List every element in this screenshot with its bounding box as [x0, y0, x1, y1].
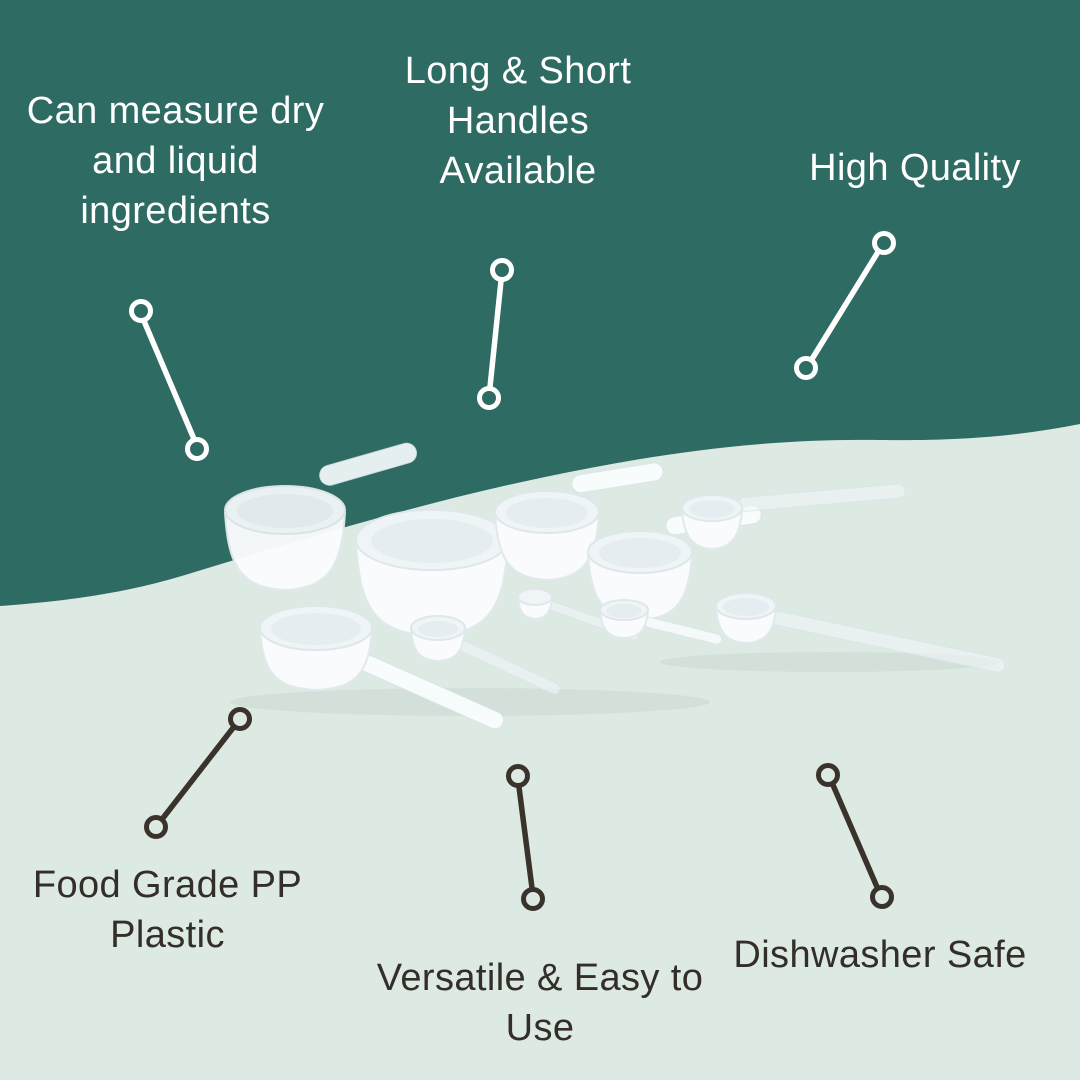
caption-line: Dishwasher Safe	[733, 934, 1027, 976]
caption-line: Versatile & Easy to	[376, 957, 704, 999]
caption-line: Food Grade PP	[32, 864, 303, 906]
caption-line: Long & Short	[404, 50, 632, 92]
caption-bottom-right: Dishwasher Safe	[695, 930, 1065, 980]
caption-line: Handles	[446, 100, 590, 143]
scoop-handle	[571, 462, 664, 494]
callout-line-top-left	[129, 299, 209, 461]
caption-line: Use	[505, 1007, 575, 1050]
scoop-cup-2	[355, 509, 509, 638]
callout-line-bottom-left	[144, 707, 252, 839]
scoop-shadow	[660, 652, 1000, 672]
scoop-spoon-4	[599, 599, 723, 645]
caption-top-center: Long & Short Handles Available	[368, 46, 668, 196]
caption-top-left: Can measure dry and liquid ingredients	[8, 86, 343, 236]
scoop-cup-1	[224, 485, 346, 592]
scoop-spoon-long-2	[715, 592, 1006, 673]
scoop-handle	[319, 442, 418, 486]
caption-line: Plastic	[110, 914, 225, 957]
caption-line: Available	[439, 150, 597, 193]
callout-line-top-right	[794, 231, 896, 380]
caption-bottom-left: Food Grade PP Plastic	[0, 860, 335, 960]
scoop-spoon-2	[410, 615, 561, 695]
caption-line: and liquid	[92, 140, 259, 183]
caption-top-right: High Quality	[760, 143, 1070, 193]
callout-line-bottom-center	[506, 764, 545, 911]
callout-line-top-center	[477, 258, 514, 410]
caption-line: High Quality	[809, 147, 1021, 189]
scoop-cup-5	[259, 605, 504, 730]
scoop-spoon-long-1	[681, 483, 906, 551]
caption-line: Can measure dry	[26, 90, 325, 132]
callout-line-bottom-right	[816, 763, 894, 909]
caption-bottom-center: Versatile & Easy to Use	[345, 953, 735, 1053]
caption-line: ingredients	[80, 190, 271, 233]
teal-wave-shape	[0, 0, 1080, 606]
